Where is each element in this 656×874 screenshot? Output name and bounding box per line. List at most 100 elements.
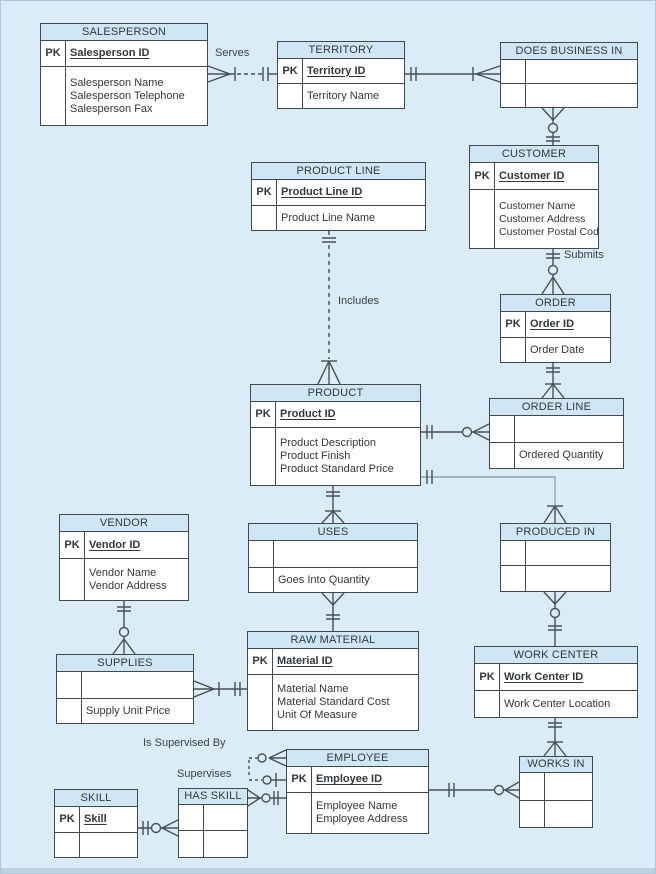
pk-attribute: Salesperson ID: [70, 47, 150, 59]
entity-works-in: WORKS IN: [519, 756, 593, 828]
pk-spacer: [501, 338, 526, 362]
label-submits: Submits: [564, 249, 604, 261]
rel-submits: [541, 249, 565, 295]
pk-row: [490, 416, 623, 443]
pk-attribute: Customer ID: [499, 169, 565, 182]
pk-attribute: Territory ID: [307, 64, 366, 77]
attr-row: Order Date: [501, 338, 610, 362]
attribute: Supply Unit Price: [86, 704, 171, 717]
pk-attribute: Work Center ID: [504, 670, 584, 683]
attribute: Work Center Location: [504, 697, 611, 710]
entity-order-line: ORDER LINE Ordered Quantity: [489, 398, 624, 469]
pk-label: [490, 416, 515, 442]
pk-label: PK: [501, 312, 526, 337]
rel-does-business-in-customer: [541, 107, 565, 145]
pk-attribute: [274, 541, 417, 567]
attr-row: [501, 566, 610, 591]
entity-product-line: PRODUCT LINE PK Product Line ID Product …: [251, 162, 426, 231]
entity-title: PRODUCED IN: [501, 524, 610, 541]
rel-supervises: [248, 749, 287, 787]
attribute: Employee Name: [316, 800, 398, 812]
rel-serves: [207, 65, 277, 83]
rel-supplies-raw-material: [193, 680, 247, 698]
attributes: Territory Name: [303, 84, 404, 108]
entity-title: SKILL: [55, 790, 137, 807]
attributes: [526, 84, 637, 107]
attr-row: Product Line Name: [252, 206, 425, 230]
entity-skill: SKILL PK Skill: [54, 789, 138, 858]
pk-label: PK: [251, 402, 276, 427]
pk-attribute: Employee ID: [316, 773, 383, 785]
pk-row: [520, 773, 592, 801]
entity-title: DOES BUSINESS IN: [501, 43, 637, 60]
entity-title: HAS SKILL: [179, 789, 247, 805]
pk-spacer: [252, 206, 277, 230]
pk-row: PK Employee ID: [287, 767, 428, 793]
attribute: Product Standard Price: [280, 463, 394, 475]
attr-row: Vendor Name Vendor Address: [60, 559, 188, 600]
attribute: Employee Address: [316, 813, 408, 825]
attributes: [204, 831, 247, 857]
attribute: Vendor Name: [89, 566, 157, 579]
pk-row: [179, 805, 247, 831]
attr-row: Goes Into Quantity: [249, 568, 417, 592]
attribute: Product Line Name: [281, 211, 376, 224]
rel-uses-raw-material: [321, 592, 345, 631]
pk-row: PK Skill: [55, 807, 137, 833]
attribute: Salesperson Telephone: [70, 89, 185, 102]
entity-title: VENDOR: [60, 515, 188, 532]
pk-spacer: [55, 833, 80, 857]
pk-spacer: [251, 428, 276, 485]
pk-label: [501, 541, 526, 565]
pk-spacer: [41, 67, 66, 125]
pk-spacer: [501, 566, 526, 591]
attr-row: Employee Name Employee Address: [287, 793, 428, 833]
pk-label: [249, 541, 274, 567]
entity-title: RAW MATERIAL: [248, 632, 418, 649]
attr-row: Work Center Location: [475, 691, 637, 717]
attributes: [545, 801, 592, 827]
attr-row: [55, 833, 137, 857]
pk-row: [501, 60, 637, 84]
label-is-supervised-by: Is Supervised By: [143, 737, 226, 749]
label-includes: Includes: [338, 295, 379, 307]
entity-title: USES: [249, 524, 417, 541]
entity-produced-in: PRODUCED IN: [500, 523, 611, 592]
pk-spacer: [60, 559, 85, 600]
attribute: Salesperson Fax: [70, 102, 153, 115]
rel-skill-has-skill: [138, 819, 179, 837]
attribute: Ordered Quantity: [519, 449, 604, 461]
entity-title: SUPPLIES: [57, 655, 193, 672]
rel-has-skill-employee: [247, 789, 286, 807]
rel-product-produced-in: [421, 470, 567, 524]
attribute: Vendor Address: [89, 579, 167, 592]
entity-supplies: SUPPLIES Supply Unit Price: [56, 654, 194, 724]
pk-spacer: [520, 801, 545, 827]
pk-attribute: [204, 805, 247, 830]
attribute: Customer Name: [499, 199, 576, 212]
pk-label: PK: [41, 41, 66, 66]
attribute: Territory Name: [307, 89, 380, 102]
rel-employee-works-in: [429, 781, 520, 799]
attributes: Product Line Name: [277, 206, 425, 230]
entity-does-business-in: DOES BUSINESS IN: [500, 42, 638, 108]
entity-title: PRODUCT LINE: [252, 163, 425, 180]
attribute: Product Finish: [280, 450, 351, 462]
attr-row: Supply Unit Price: [57, 699, 193, 723]
entity-title: SALESPERSON: [41, 24, 207, 41]
attributes: Employee Name Employee Address: [312, 793, 428, 833]
attr-row: Salesperson Name Salesperson Telephone S…: [41, 67, 207, 125]
pk-attribute: Vendor ID: [89, 538, 141, 551]
attribute: Product Description: [280, 437, 376, 449]
pk-spacer: [248, 675, 273, 730]
attribute: Salesperson Name: [70, 76, 164, 89]
pk-label: PK: [248, 649, 273, 674]
attributes: Goes Into Quantity: [274, 568, 417, 592]
entity-title: ORDER: [501, 295, 610, 312]
pk-spacer: [278, 84, 303, 108]
pk-spacer: [57, 699, 82, 723]
pk-spacer: [249, 568, 274, 592]
pk-label: PK: [55, 807, 80, 832]
